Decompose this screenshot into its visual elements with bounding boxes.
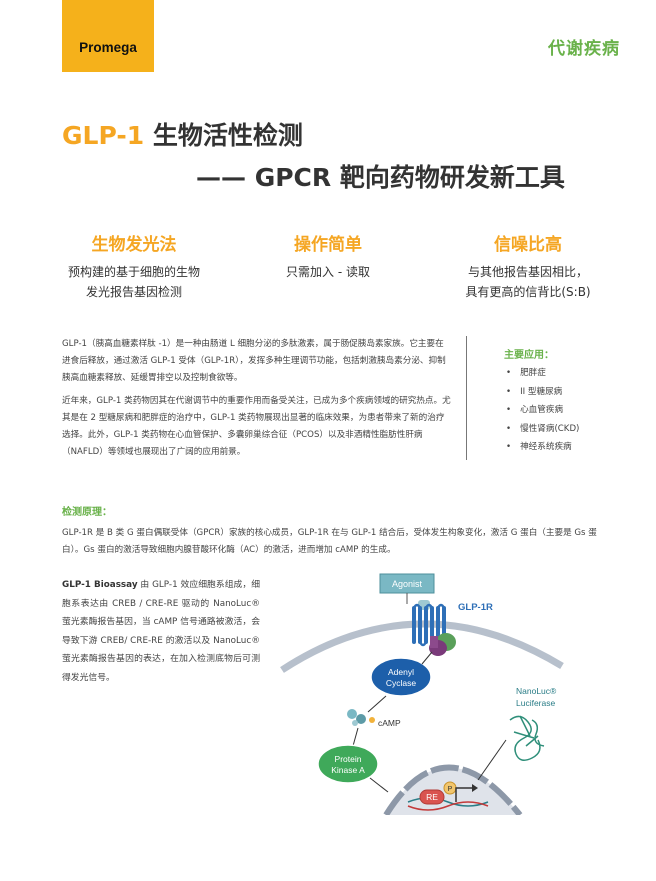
assay-name: GLP-1 Bioassay — [62, 580, 138, 590]
transcription-arrow — [455, 787, 472, 802]
list-item: 心血管疾病 — [506, 403, 579, 422]
receptor-label: GLP-1R — [458, 602, 493, 613]
divider — [466, 336, 467, 460]
feature-desc-line: 发光报告基因检测 — [85, 285, 182, 299]
category-label: 代谢疾病 — [548, 39, 620, 59]
feature-title-bioluminescence: 生物发光法 — [91, 235, 177, 255]
list-item: 慢性肾病(CKD) — [506, 422, 579, 441]
glp1r-receptor-icon — [412, 600, 456, 656]
dna-strand — [407, 801, 489, 811]
arrow-receptor-to-ac — [421, 651, 433, 665]
feature-desc-line: 与其他报告基因相比， — [467, 265, 588, 279]
intro-paragraph-1: GLP-1（胰高血糖素样肽 -1）是一种由肠道 L 细胞分泌的多肽激素，属于肠促… — [62, 339, 446, 383]
nucleus-membrane — [383, 764, 523, 815]
adenyl-cyclase-node — [370, 657, 432, 697]
re-element — [419, 789, 445, 805]
nanoluc-label-1: NanoLuc® — [516, 686, 557, 696]
assay-text: 由 GLP-1 效应细胞系组成，细胞系表达由 CREB / CRE-RE 驱动的… — [62, 580, 260, 683]
logo-background — [62, 0, 154, 72]
pka-label-2: Kinase A — [331, 765, 365, 775]
feature-desc-simple: 只需加入 - 读取 — [228, 262, 428, 282]
adenyl-label-1: Adenyl — [388, 667, 414, 677]
nanoluc-protein-icon — [509, 715, 545, 761]
feature-desc-bioluminescence: 预构建的基于细胞的生物 发光报告基因检测 — [34, 262, 234, 302]
list-item: 肥胖症 — [506, 366, 579, 385]
re-label: RE — [426, 792, 438, 802]
camp-label: cAMP — [378, 718, 401, 728]
page-title: GLP-1 生物活性检测 — [62, 116, 303, 152]
camp-molecule-icon — [347, 709, 375, 726]
arrow-pka-to-re — [369, 777, 389, 793]
phosphate-label: P — [448, 786, 453, 793]
title-line1-rest: 生物活性检测 — [144, 121, 303, 150]
title-highlight: GLP-1 — [62, 121, 145, 150]
applications-title: 主要应用： — [504, 350, 554, 361]
page-subtitle: —— GPCR 靶向药物研发新工具 — [196, 163, 565, 192]
feature-desc-line: 预构建的基于细胞的生物 — [67, 265, 200, 279]
list-item: II 型糖尿病 — [506, 385, 579, 404]
feature-desc-line: 只需加入 - 读取 — [286, 265, 370, 279]
applications-list: 肥胖症 II 型糖尿病 心血管疾病 慢性肾病(CKD) 神经系统疾病 — [506, 366, 579, 459]
list-item: 神经系统疾病 — [506, 440, 579, 459]
arrow-to-nanoluc — [477, 739, 507, 781]
promega-logo: Promega — [79, 40, 137, 55]
pathway-diagram: Agonist GLP-1R Adenyl Cyclase cAMP Prote… — [280, 573, 564, 815]
dna-strand — [407, 797, 489, 807]
principle-title: 检测原理： — [62, 507, 112, 518]
feature-desc-snr: 与其他报告基因相比， 具有更高的信背比(S:B) — [428, 262, 628, 302]
feature-desc-line: 具有更高的信背比(S:B) — [465, 285, 591, 299]
agonist-label: Agonist — [392, 579, 423, 589]
nanoluc-label-2: Luciferase — [516, 698, 555, 708]
principle-text: GLP-1R 是 B 类 G 蛋白偶联受体（GPCR）家族的核心成员，GLP-1… — [62, 528, 597, 555]
arrow-ac-to-camp — [367, 695, 387, 713]
adenyl-label-2: Cyclase — [386, 678, 417, 688]
arrow-camp-to-pka — [352, 727, 359, 747]
feature-title-simple: 操作简单 — [294, 235, 362, 255]
intro-paragraph-2: 近年来，GLP-1 类药物因其在代谢调节中的重要作用而备受关注，已成为多个疾病领… — [62, 396, 451, 457]
feature-title-snr: 信噪比高 — [494, 235, 562, 255]
pka-node — [317, 744, 379, 784]
transcription-arrowhead — [472, 784, 478, 792]
assay-description: GLP-1 Bioassay 由 GLP-1 效应细胞系组成，细胞系表达由 CR… — [62, 576, 260, 687]
pka-label-1: Protein — [335, 754, 362, 764]
